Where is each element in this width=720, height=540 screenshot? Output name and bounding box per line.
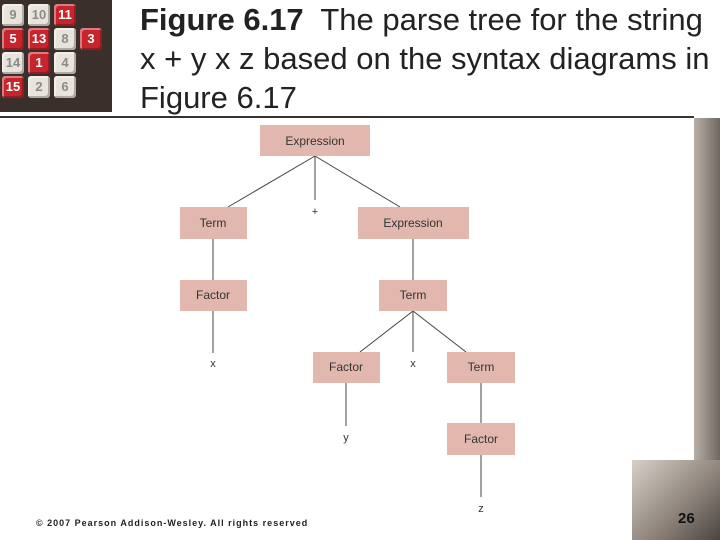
node-term-right: Term — [447, 352, 515, 383]
leaf-z: z — [478, 503, 484, 515]
copyright-text: © 2007 Pearson Addison-Wesley. All right… — [36, 518, 308, 528]
leaf-x: x — [210, 358, 216, 370]
tree-edge — [413, 311, 466, 352]
node-label: Factor — [329, 360, 363, 374]
node-term-middle: Term — [379, 280, 447, 311]
node-label: Factor — [196, 288, 230, 302]
tree-edge — [315, 156, 400, 207]
node-factor-right: Factor — [447, 423, 515, 455]
node-label: Term — [200, 216, 227, 230]
node-term-left: Term — [180, 207, 247, 239]
node-label: Term — [468, 360, 495, 374]
tree-edge — [360, 311, 413, 352]
tree-edge — [228, 156, 315, 207]
node-label: Term — [400, 288, 427, 302]
node-label: Factor — [464, 432, 498, 446]
node-label: Expression — [285, 134, 344, 148]
node-label: Expression — [383, 216, 442, 230]
leaf-y: y — [343, 432, 349, 444]
node-expression-root: Expression — [260, 125, 370, 156]
leaf-times: x — [410, 358, 416, 370]
node-expression-right: Expression — [358, 207, 469, 239]
page-number: 26 — [678, 510, 695, 527]
node-factor-left: Factor — [180, 280, 247, 311]
node-factor-middle: Factor — [313, 352, 380, 383]
leaf-plus: + — [312, 206, 318, 218]
